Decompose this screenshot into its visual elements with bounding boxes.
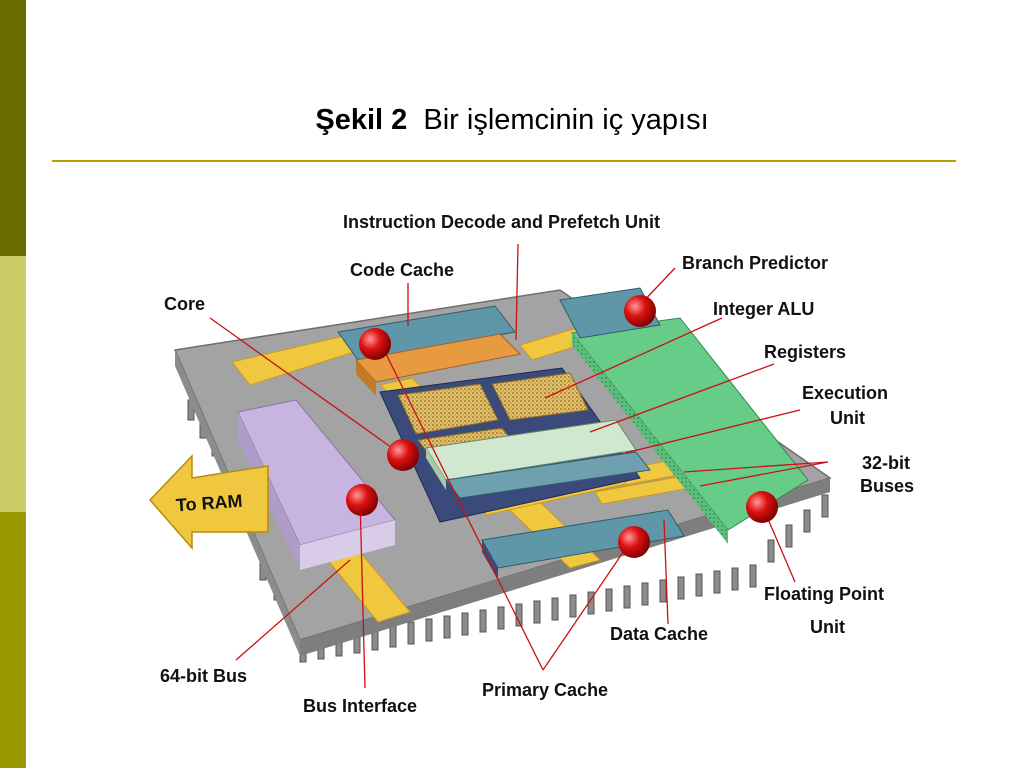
integer-alu-block-right (491, 372, 589, 421)
label-data-cache: Data Cache (610, 624, 708, 644)
label-branch-predictor: Branch Predictor (682, 253, 828, 273)
red-markers (346, 295, 778, 558)
chip-body-front-edge (300, 478, 830, 656)
to-ram-arrow[interactable] (148, 454, 269, 550)
side-bar-bottom (0, 512, 26, 768)
label-instruction-decode: Instruction Decode and Prefetch Unit (343, 212, 660, 232)
side-bar-top (0, 0, 26, 256)
side-bar-middle (0, 256, 26, 512)
label-primary-cache: Primary Cache (482, 680, 608, 700)
fpu-side (572, 333, 728, 544)
label-64bit-bus: 64-bit Bus (160, 666, 247, 686)
marker-core (387, 439, 419, 471)
label-integer-alu: Integer ALU (713, 299, 814, 319)
bus-interface-front (300, 520, 395, 570)
label-floating-line2: Unit (810, 617, 845, 637)
registers-side (426, 448, 446, 490)
integer-alu-block-left (397, 383, 499, 435)
label-execution-line1: Execution (802, 383, 888, 403)
label-bus-interface: Bus Interface (303, 696, 417, 716)
bus-interface-side (238, 412, 300, 570)
label-32bit-line2: Buses (860, 476, 914, 496)
title-rule (52, 160, 956, 162)
marker-primary-cache (618, 526, 650, 558)
marker-bus-interface (346, 484, 378, 516)
label-execution-line2: Unit (830, 408, 865, 428)
label-registers: Registers (764, 342, 846, 362)
slide-title: Şekil 2 Bir işlemcinin iç yapısı (0, 104, 1024, 137)
label-core: Core (164, 294, 205, 314)
label-floating-line1: Floating Point (764, 584, 884, 604)
label-32bit-line1: 32-bit (862, 453, 910, 473)
leader-lines (209, 243, 829, 689)
instruction-decode-side (356, 360, 376, 396)
marker-floating-point (746, 491, 778, 523)
marker-branch-predictor (624, 295, 656, 327)
instruction-decode-block (355, 333, 522, 383)
slide-title-rest: Bir işlemcinin iç yapısı (407, 104, 709, 136)
execution-unit-block (445, 451, 651, 499)
to-ram-label: To RAM (175, 491, 243, 516)
marker-core-top (359, 328, 391, 360)
slide-title-bold: Şekil 2 (315, 104, 408, 136)
label-code-cache: Code Cache (350, 260, 454, 280)
